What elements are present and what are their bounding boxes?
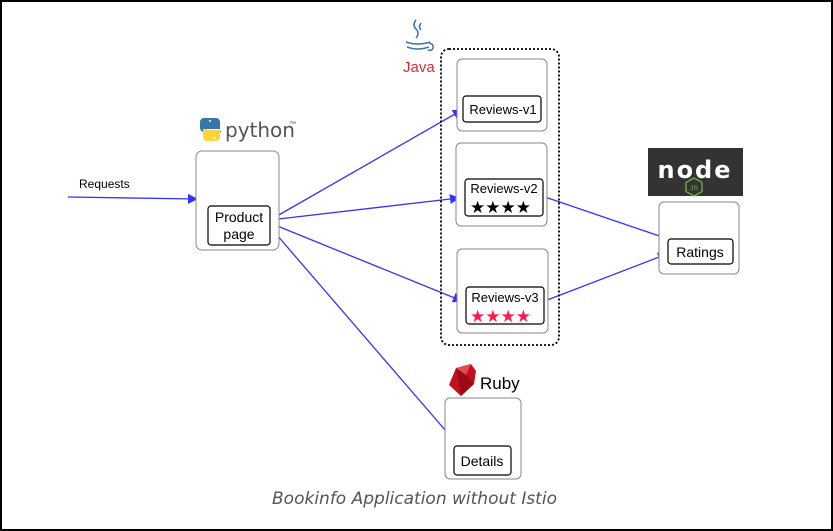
java-wordmark: Java: [403, 59, 435, 76]
details-button[interactable]: [453, 445, 512, 476]
ruby-gem-icon: [449, 364, 476, 396]
java-coffee-cup-icon: [405, 19, 434, 51]
ratings-label: Ratings: [676, 244, 723, 260]
productpage-label-line2: page: [223, 226, 254, 242]
arrow-productpage-reviews-v3: [269, 222, 463, 303]
reviews-v2-button[interactable]: [464, 178, 544, 217]
python-snake-icon: [200, 118, 221, 141]
ruby-logo: Ruby: [449, 364, 520, 396]
arrow-requests-productpage: [67, 193, 198, 204]
python-logo: python ™: [200, 118, 296, 142]
ruby-wordmark: Ruby: [480, 374, 520, 393]
arrow-productpage-reviews-v1: [269, 109, 463, 221]
reviews-v3-stars: ★★★★: [470, 307, 531, 327]
productpage-label-line1: Product: [215, 209, 263, 225]
node-js-badge: JS: [690, 185, 698, 192]
reviews-v3-button[interactable]: [465, 286, 545, 325]
arrow-reviews-v2-ratings: [541, 195, 678, 244]
requests-label: Requests: [79, 177, 130, 191]
python-tm: ™: [289, 121, 296, 128]
productpage-button[interactable]: [207, 205, 271, 246]
arrow-reviews-v3-ratings: [541, 252, 668, 303]
reviews-v2-stars: ★★★★: [470, 198, 531, 218]
java-logo: Java: [403, 19, 435, 76]
details-label: Details: [461, 453, 504, 469]
arrow-productpage-details: [269, 226, 459, 446]
node-js-hexagon-icon: [685, 177, 703, 197]
node-wordmark: node: [657, 156, 732, 184]
python-wordmark: python: [225, 118, 295, 142]
nodejs-logo: node JS: [648, 148, 743, 197]
reviews-group-border: [440, 48, 560, 346]
reviews-v1-label: Reviews-v1: [469, 102, 536, 117]
reviews-v1-button[interactable]: [462, 95, 542, 123]
reviews-v3-label: Reviews-v3: [471, 290, 538, 305]
diagram-caption: Bookinfo Application without Istio: [272, 489, 557, 509]
ratings-button[interactable]: [667, 238, 734, 265]
reviews-v2-label: Reviews-v2: [470, 181, 537, 196]
arrow-productpage-reviews-v2: [269, 194, 460, 221]
